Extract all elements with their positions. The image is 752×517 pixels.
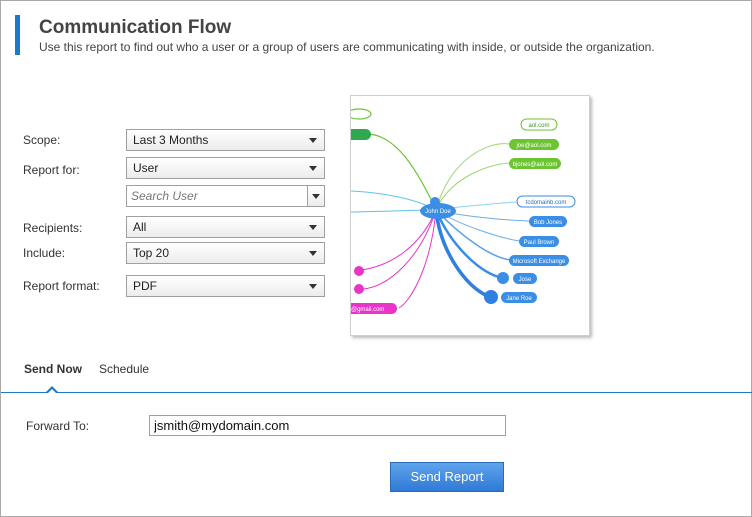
search-user-input[interactable] [127, 186, 307, 206]
graph-node-label: tcdomainb.com [526, 200, 567, 206]
search-user-combo [126, 185, 325, 207]
include-select[interactable]: Top 20 [126, 242, 325, 264]
graph-node-label: @gmail.com [351, 307, 384, 313]
graph-center-label: John Doe [425, 209, 451, 215]
page-subtitle: Use this report to find out who a user o… [39, 40, 655, 54]
recipients-value: All [133, 220, 147, 234]
graph-node-label: aol.com [528, 123, 549, 129]
communication-flow-graph: @gmail.com John Doe aol.com joe@aol.com … [351, 108, 576, 314]
chevron-down-icon [312, 194, 320, 199]
active-tab-indicator-inner [48, 389, 56, 393]
search-user-dropdown-button[interactable] [307, 186, 324, 206]
chevron-down-icon [309, 251, 317, 256]
graph-node-label: Jose [519, 277, 532, 283]
tab-schedule[interactable]: Schedule [99, 362, 150, 376]
include-value: Top 20 [133, 246, 170, 260]
chevron-down-icon [309, 225, 317, 230]
graph-node-label: bjones@aol.com [513, 162, 558, 168]
report-preview-image: @gmail.com John Doe aol.com joe@aol.com … [350, 95, 590, 336]
graph-node-label: Microsoft Exchange [513, 259, 566, 265]
graph-node-label: Jane Roe [506, 296, 532, 302]
tab-send-now[interactable]: Send Now [24, 362, 83, 376]
scope-label: Scope: [23, 133, 61, 147]
graph-node-label: joe@aol.com [515, 143, 551, 149]
page-title: Communication Flow [39, 17, 232, 38]
graph-node-label: Paul Brown [524, 240, 555, 246]
graph-node-label: Bob Jones [534, 220, 562, 226]
chevron-down-icon [309, 138, 317, 143]
scope-select[interactable]: Last 3 Months [126, 129, 325, 151]
title-accent-bar [15, 15, 20, 55]
scope-value: Last 3 Months [133, 133, 209, 147]
report-for-value: User [133, 161, 159, 175]
send-report-button[interactable]: Send Report [390, 462, 504, 492]
report-format-select[interactable]: PDF [126, 275, 325, 297]
chevron-down-icon [309, 284, 317, 289]
report-for-select[interactable]: User [126, 157, 325, 179]
report-format-value: PDF [133, 279, 157, 293]
recipients-label: Recipients: [23, 221, 83, 235]
report-format-label: Report format: [23, 279, 100, 293]
report-for-label: Report for: [23, 163, 80, 177]
recipients-select[interactable]: All [126, 216, 325, 238]
forward-to-label: Forward To: [26, 419, 90, 433]
forward-to-input[interactable] [149, 415, 506, 436]
chevron-down-icon [309, 166, 317, 171]
tab-divider [1, 392, 752, 393]
include-label: Include: [23, 246, 66, 260]
